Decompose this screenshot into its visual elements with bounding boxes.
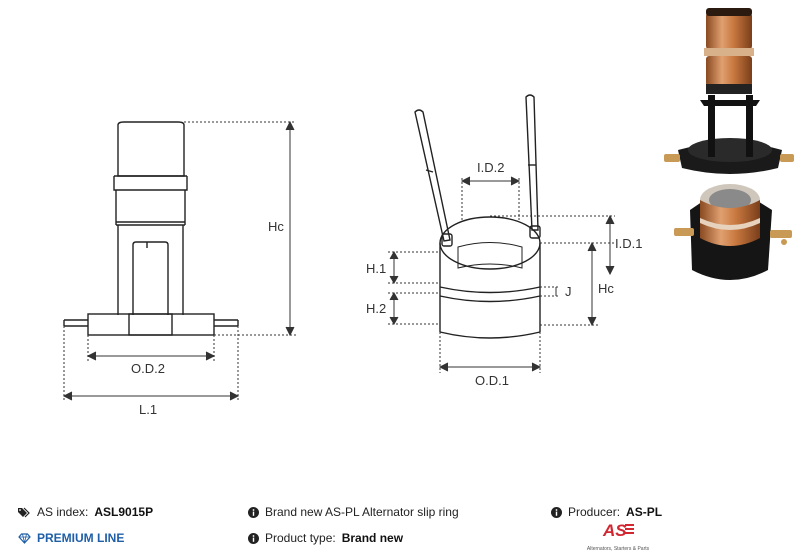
logo-mark: AS (602, 521, 627, 540)
left-side-view (63, 121, 239, 336)
as-logo-icon: AS (602, 521, 634, 540)
dim-label-hc-left: Hc (268, 219, 284, 234)
dim-label-hc-center: Hc (598, 281, 614, 296)
dim-label-l1: L.1 (139, 402, 157, 417)
product-type-row: Product type: Brand new (248, 531, 403, 545)
as-pl-logo: AS Alternators, Starters & Parts (583, 520, 653, 552)
center-dimensions (388, 176, 615, 373)
dim-label-od2: O.D.2 (131, 361, 165, 376)
description-row: Brand new AS-PL Alternator slip ring (248, 505, 459, 519)
info-icon (248, 532, 259, 544)
product-photo-top (664, 8, 794, 174)
dim-label-h2: H.2 (366, 301, 386, 316)
product-info-footer: AS index: ASL9015P PREMIUM LINE Brand ne… (0, 495, 800, 550)
diamond-icon (18, 532, 31, 544)
dim-label-od1: O.D.1 (475, 373, 509, 388)
info-icon (551, 506, 562, 518)
product-photo-bottom (674, 184, 792, 280)
premium-line-row: PREMIUM LINE (18, 531, 124, 545)
producer-value: AS-PL (626, 505, 663, 519)
tags-icon (18, 507, 30, 517)
center-perspective-view (414, 94, 541, 339)
producer-label: Producer: (568, 505, 621, 519)
logo-tagline: Alternators, Starters & Parts (586, 546, 650, 552)
info-icon (248, 506, 259, 518)
as-index-label: AS index: (37, 505, 89, 519)
dim-label-id1: I.D.1 (615, 236, 642, 251)
product-type-value: Brand new (341, 531, 404, 545)
as-index-value: ASL9015P (94, 505, 154, 519)
left-dimensions (62, 120, 296, 402)
as-index-row: AS index: ASL9015P (18, 505, 153, 519)
producer-row: Producer: AS-PL (551, 505, 662, 519)
premium-line-label: PREMIUM LINE (37, 531, 125, 545)
dim-label-h1: H.1 (366, 261, 386, 276)
technical-drawing: Hc O.D.2 L.1 (62, 8, 794, 417)
product-type-label: Product type: (265, 531, 336, 545)
dim-label-j: J (565, 284, 572, 299)
description-text: Brand new AS-PL Alternator slip ring (265, 505, 459, 519)
dim-label-id2: I.D.2 (477, 160, 504, 175)
